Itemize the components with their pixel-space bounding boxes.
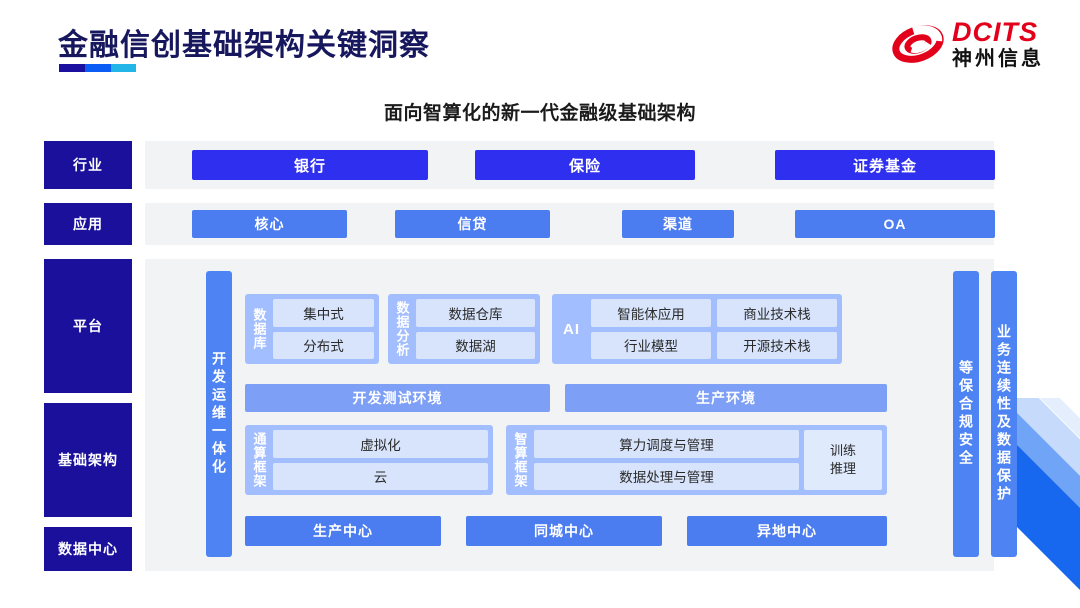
layer-chip-infrastructure[interactable]: 基础架构 <box>44 403 132 517</box>
dcits-swirl-icon <box>892 18 944 70</box>
devops-vertical-bar[interactable]: 开发运维一体化 <box>206 271 232 557</box>
database-item-distributed[interactable]: 分布式 <box>273 331 374 359</box>
data-center-same-city[interactable]: 同城中心 <box>466 516 662 546</box>
ai-group-label: AI <box>563 320 580 338</box>
intelligent-framework-label: 智算框架 <box>512 432 528 488</box>
layer-chip-platform[interactable]: 平台 <box>44 259 132 393</box>
ai-item-opensource-stack[interactable]: 开源技术栈 <box>717 331 837 359</box>
data-analysis-group[interactable]: 数据分析 数据仓库 数据湖 <box>388 294 540 364</box>
general-framework-group[interactable]: 通算框架 虚拟化 云 <box>245 425 493 495</box>
intelligent-framework-group[interactable]: 智算框架 算力调度与管理 数据处理与管理 训练 推理 <box>506 425 887 495</box>
inference-label: 推理 <box>829 461 856 476</box>
database-group[interactable]: 数据库 集中式 分布式 <box>245 294 379 364</box>
application-item-oa[interactable]: OA <box>795 210 995 238</box>
general-framework-label: 通算框架 <box>251 432 267 488</box>
intelligent-framework-item-compute-scheduling[interactable]: 算力调度与管理 <box>534 430 799 458</box>
general-framework-item-virtualization[interactable]: 虚拟化 <box>273 430 488 458</box>
continuity-vertical-bar[interactable]: 业务连续性及数据保护 <box>991 271 1017 557</box>
database-group-label: 数据库 <box>251 308 267 350</box>
intelligent-framework-item-data-processing[interactable]: 数据处理与管理 <box>534 462 799 490</box>
ai-item-agent-app[interactable]: 智能体应用 <box>591 299 711 327</box>
data-center-production[interactable]: 生产中心 <box>245 516 441 546</box>
ai-group[interactable]: AI 智能体应用 行业模型 商业技术栈 开源技术栈 <box>552 294 842 364</box>
general-framework-item-cloud[interactable]: 云 <box>273 462 488 490</box>
industry-item-insurance[interactable]: 保险 <box>475 150 695 180</box>
application-item-credit[interactable]: 信贷 <box>395 210 550 238</box>
layer-chip-data-center[interactable]: 数据中心 <box>44 527 132 571</box>
data-analysis-item-warehouse[interactable]: 数据仓库 <box>416 299 535 327</box>
database-item-centralized[interactable]: 集中式 <box>273 299 374 327</box>
logo-cn: 神州信息 <box>952 48 1044 70</box>
training-inference-cell[interactable]: 训练 推理 <box>804 430 882 490</box>
environment-production[interactable]: 生产环境 <box>565 384 887 412</box>
data-analysis-group-label: 数据分析 <box>394 301 410 357</box>
ai-item-commercial-stack[interactable]: 商业技术栈 <box>717 299 837 327</box>
data-center-remote[interactable]: 异地中心 <box>687 516 887 546</box>
logo-text: DCITS 神州信息 <box>952 17 1044 70</box>
training-label: 训练 <box>829 443 856 459</box>
page-title: 金融信创基础架构关键洞察 <box>58 29 430 62</box>
architecture-diagram: 行业 应用 平台 基础架构 数据中心 银行 保险 证券基金 核心 信贷 渠道 O… <box>44 141 1017 571</box>
data-analysis-item-lake[interactable]: 数据湖 <box>416 331 535 359</box>
underline-segment-blue <box>85 64 111 72</box>
title-underline <box>59 64 136 72</box>
industry-item-bank[interactable]: 银行 <box>192 150 428 180</box>
logo-en: DCITS <box>952 17 1038 47</box>
application-item-core[interactable]: 核心 <box>192 210 347 238</box>
layer-label-column: 行业 应用 平台 基础架构 数据中心 <box>44 141 132 571</box>
application-item-channel[interactable]: 渠道 <box>622 210 734 238</box>
layer-chip-industry[interactable]: 行业 <box>44 141 132 189</box>
application-band: 核心 信贷 渠道 OA <box>145 203 995 245</box>
dcits-logo: DCITS 神州信息 <box>892 18 1044 70</box>
compliance-vertical-bar[interactable]: 等保合规安全 <box>953 271 979 557</box>
underline-segment-cyan <box>111 64 136 72</box>
industry-band: 银行 保险 证券基金 <box>145 141 995 189</box>
page-subtitle: 面向智算化的新一代金融级基础架构 <box>383 103 696 124</box>
layer-chip-application[interactable]: 应用 <box>44 203 132 245</box>
ai-item-industry-model[interactable]: 行业模型 <box>591 331 711 359</box>
environment-dev-test[interactable]: 开发测试环境 <box>245 384 550 412</box>
industry-item-securities[interactable]: 证券基金 <box>775 150 995 180</box>
underline-segment-navy <box>59 64 85 72</box>
